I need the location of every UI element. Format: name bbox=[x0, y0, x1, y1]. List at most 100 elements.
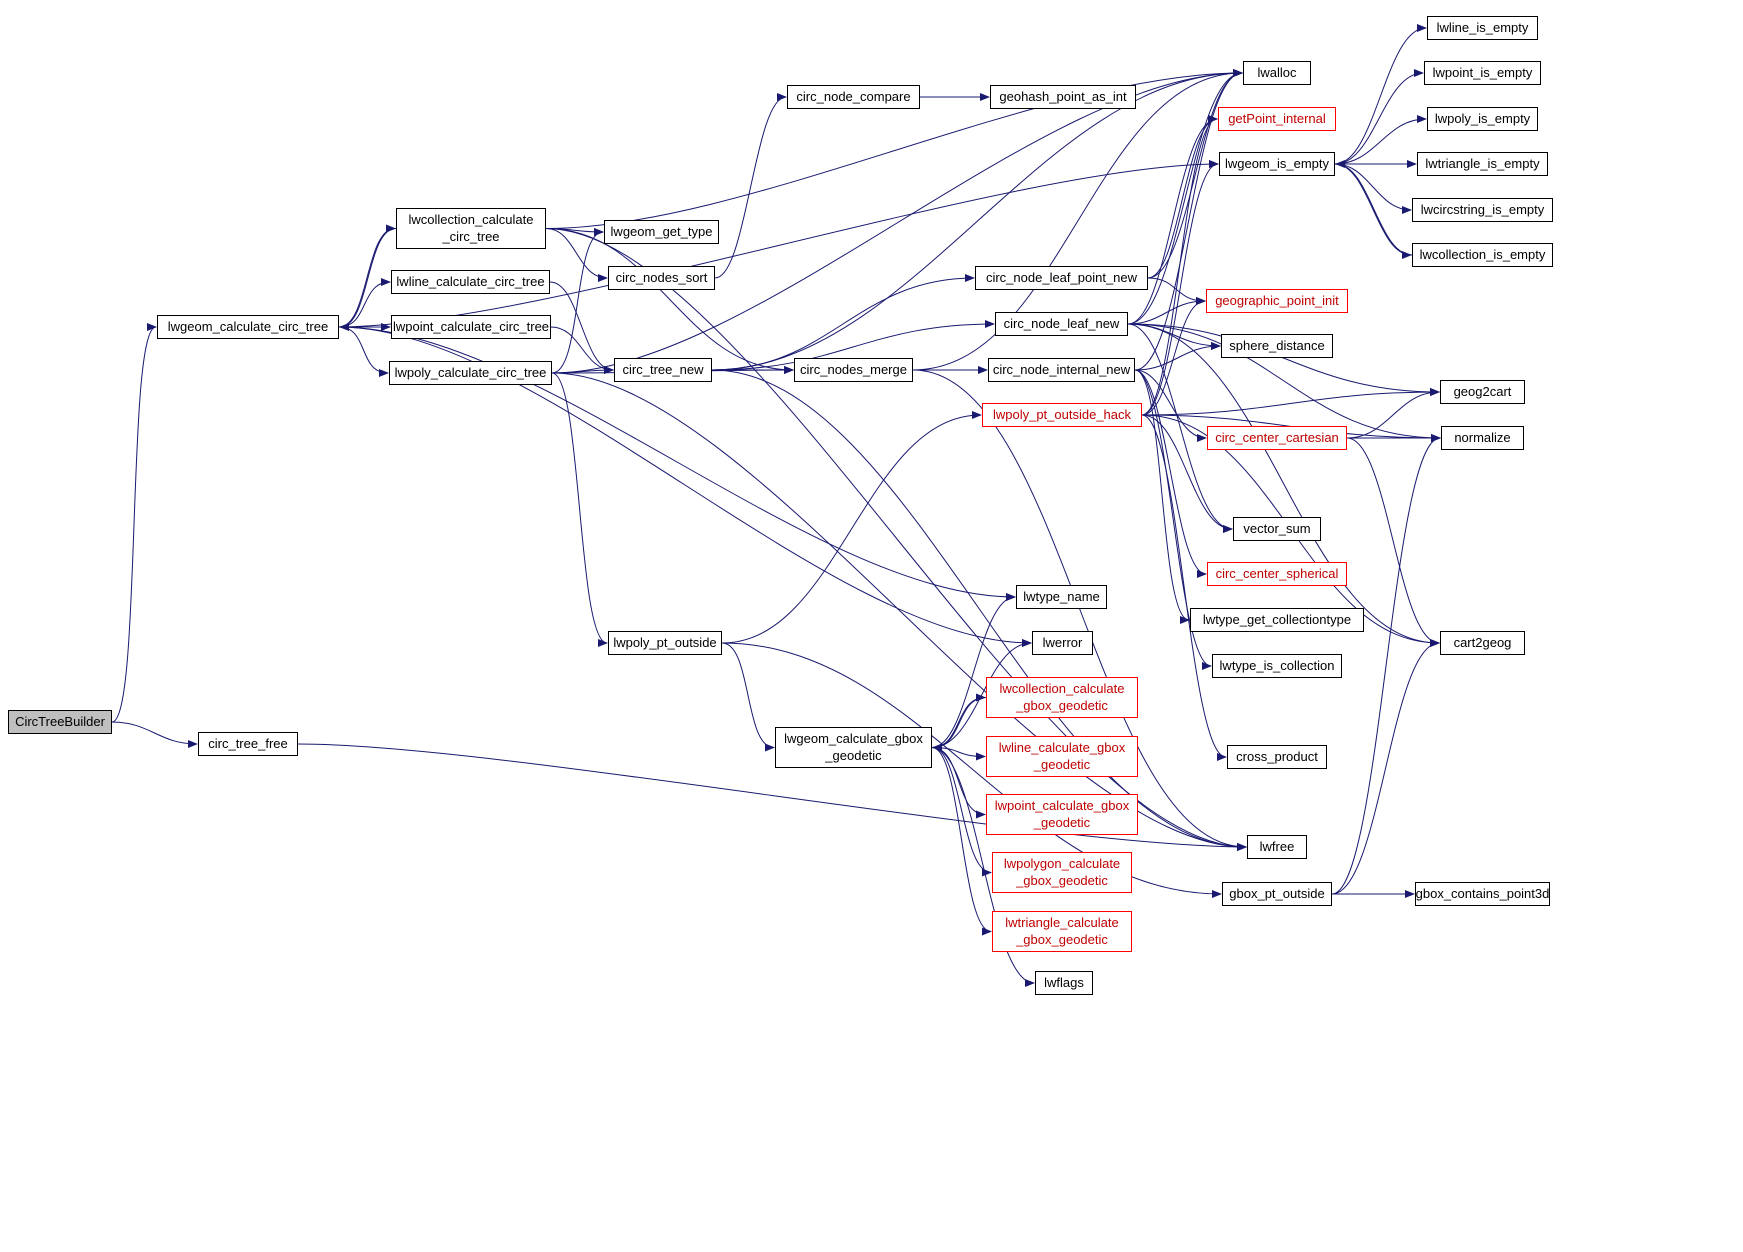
node-CircTreeBuilder: CircTreeBuilder bbox=[8, 710, 112, 734]
node-lwerror[interactable]: lwerror bbox=[1032, 631, 1093, 655]
edge-circ_node_leaf_new-to-cart2geog bbox=[1127, 323, 1440, 647]
node-lwcollection_calculate_gbox_geodetic[interactable]: lwcollection_calculate _gbox_geodetic bbox=[986, 677, 1138, 718]
edge-circ_node_leaf_new-to-getPoint_internal bbox=[1127, 115, 1218, 325]
edge-lwpoly_pt_outside_hack-to-geog2cart bbox=[1141, 388, 1440, 416]
edge-lwcollection_calculate_circ_tree-to-circ_nodes_sort bbox=[545, 228, 608, 282]
node-lwtype_is_collection[interactable]: lwtype_is_collection bbox=[1212, 654, 1342, 678]
edge-CircTreeBuilder-to-circ_tree_free bbox=[111, 721, 198, 748]
node-lwpolygon_calculate_gbox_geodetic[interactable]: lwpolygon_calculate _gbox_geodetic bbox=[992, 852, 1132, 893]
edge-lwgeom_calculate_gbox_geodetic-to-lwtriangle_calculate_gbox_geodetic bbox=[931, 747, 992, 936]
node-cross_product[interactable]: cross_product bbox=[1227, 745, 1327, 769]
edge-lwpoly_pt_outside_hack-to-getPoint_internal bbox=[1141, 115, 1218, 416]
edge-circ_tree_new-to-lwfree bbox=[711, 369, 1247, 851]
node-lwgeom_calculate_gbox_geodetic[interactable]: lwgeom_calculate_gbox _geodetic bbox=[775, 727, 932, 768]
node-circ_node_leaf_point_new[interactable]: circ_node_leaf_point_new bbox=[975, 266, 1148, 290]
edge-circ_tree_new-to-circ_node_leaf_new bbox=[711, 320, 995, 371]
node-lwpoly_pt_outside_hack[interactable]: lwpoly_pt_outside_hack bbox=[982, 403, 1142, 427]
edge-circ_node_leaf_point_new-to-getPoint_internal bbox=[1147, 115, 1218, 279]
edge-circ_node_internal_new-to-lwalloc bbox=[1134, 69, 1243, 371]
edge-lwpoly_calculate_circ_tree-to-lwgeom_get_type bbox=[551, 228, 604, 374]
node-circ_node_leaf_new[interactable]: circ_node_leaf_new bbox=[995, 312, 1128, 336]
node-lwtype_name[interactable]: lwtype_name bbox=[1016, 585, 1107, 609]
edge-lwpoly_pt_outside-to-lwgeom_calculate_gbox_geodetic bbox=[721, 642, 775, 752]
edge-lwpoly_pt_outside-to-gbox_pt_outside bbox=[721, 642, 1222, 898]
node-lwtriangle_is_empty[interactable]: lwtriangle_is_empty bbox=[1417, 152, 1548, 176]
edge-gbox_pt_outside-to-cart2geog bbox=[1331, 639, 1440, 895]
node-lwpoly_is_empty[interactable]: lwpoly_is_empty bbox=[1427, 107, 1538, 131]
edge-circ_center_cartesian-to-geog2cart bbox=[1346, 388, 1440, 439]
node-gbox_contains_point3d[interactable]: gbox_contains_point3d bbox=[1415, 882, 1550, 906]
node-vector_sum[interactable]: vector_sum bbox=[1233, 517, 1321, 541]
node-geog2cart[interactable]: geog2cart bbox=[1440, 380, 1525, 404]
node-lwpoint_is_empty[interactable]: lwpoint_is_empty bbox=[1424, 61, 1541, 85]
edge-lwpoly_pt_outside_hack-to-geographic_point_init bbox=[1141, 297, 1206, 416]
node-getPoint_internal[interactable]: getPoint_internal bbox=[1218, 107, 1336, 131]
edge-circ_nodes_merge-to-lwalloc bbox=[912, 69, 1243, 371]
node-gbox_pt_outside[interactable]: gbox_pt_outside bbox=[1222, 882, 1332, 906]
node-circ_node_internal_new[interactable]: circ_node_internal_new bbox=[988, 358, 1135, 382]
edge-lwgeom_is_empty-to-lwpoint_is_empty bbox=[1334, 69, 1424, 165]
edge-CircTreeBuilder-to-lwgeom_calculate_circ_tree bbox=[111, 323, 157, 723]
node-lwcollection_calculate_circ_tree[interactable]: lwcollection_calculate _circ_tree bbox=[396, 208, 546, 249]
node-lwflags[interactable]: lwflags bbox=[1035, 971, 1093, 995]
edge-lwcollection_calculate_circ_tree-to-lwgeom_calculate_circ_tree bbox=[339, 228, 397, 331]
node-circ_tree_free[interactable]: circ_tree_free bbox=[198, 732, 298, 756]
edge-lwgeom_calculate_gbox_geodetic-to-lwtype_name bbox=[931, 593, 1016, 748]
edge-lwcollection_calculate_gbox_geodetic-to-lwgeom_calculate_gbox_geodetic bbox=[932, 697, 987, 752]
node-lwgeom_calculate_circ_tree[interactable]: lwgeom_calculate_circ_tree bbox=[157, 315, 339, 339]
edge-lwgeom_calculate_gbox_geodetic-to-lwpolygon_calculate_gbox_geodetic bbox=[931, 747, 992, 877]
node-normalize[interactable]: normalize bbox=[1441, 426, 1524, 450]
node-circ_center_cartesian[interactable]: circ_center_cartesian bbox=[1207, 426, 1347, 450]
node-cart2geog[interactable]: cart2geog bbox=[1440, 631, 1525, 655]
edge-circ_node_leaf_new-to-geog2cart bbox=[1127, 323, 1440, 396]
edge-circ_node_leaf_new-to-normalize bbox=[1127, 323, 1441, 442]
edge-lwcollection_calculate_circ_tree-to-lwalloc bbox=[545, 69, 1243, 229]
node-lwtriangle_calculate_gbox_geodetic[interactable]: lwtriangle_calculate _gbox_geodetic bbox=[992, 911, 1132, 952]
node-circ_center_spherical[interactable]: circ_center_spherical bbox=[1207, 562, 1347, 586]
edge-lwpoly_calculate_circ_tree-to-lwpoly_pt_outside bbox=[551, 372, 608, 647]
node-lwline_calculate_gbox_geodetic[interactable]: lwline_calculate_gbox _geodetic bbox=[986, 736, 1138, 777]
node-lwfree[interactable]: lwfree bbox=[1247, 835, 1307, 859]
edge-circ_node_leaf_new-to-geographic_point_init bbox=[1127, 297, 1206, 325]
edge-lwpoly_pt_outside_hack-to-vector_sum bbox=[1141, 414, 1233, 533]
edge-gbox_pt_outside-to-normalize bbox=[1331, 434, 1441, 895]
node-lwpoly_pt_outside[interactable]: lwpoly_pt_outside bbox=[608, 631, 722, 655]
edge-circ_node_internal_new-to-circ_center_cartesian bbox=[1134, 369, 1207, 442]
edge-lwpoly_pt_outside-to-lwpoly_pt_outside_hack bbox=[721, 411, 982, 644]
edge-lwcollection_calculate_circ_tree-to-lwfree bbox=[545, 228, 1247, 851]
edge-circ_node_internal_new-to-circ_center_spherical bbox=[1134, 369, 1207, 578]
node-geographic_point_init[interactable]: geographic_point_init bbox=[1206, 289, 1348, 313]
edge-lwgeom_calculate_circ_tree-to-lwtype_name bbox=[338, 326, 1016, 601]
node-lwpoint_calculate_gbox_geodetic[interactable]: lwpoint_calculate_gbox _geodetic bbox=[986, 794, 1138, 835]
edge-circ_node_internal_new-to-sphere_distance bbox=[1134, 342, 1221, 371]
edge-lwcollection_is_empty-to-lwgeom_is_empty bbox=[1335, 160, 1413, 256]
edge-circ_tree_new-to-lwalloc bbox=[711, 69, 1243, 371]
edge-lwpoly_pt_outside_hack-to-lwgeom_is_empty bbox=[1141, 160, 1219, 416]
node-lwline_calculate_circ_tree[interactable]: lwline_calculate_circ_tree bbox=[391, 270, 550, 294]
node-sphere_distance[interactable]: sphere_distance bbox=[1221, 334, 1333, 358]
edge-circ_tree_free-to-lwfree bbox=[297, 743, 1247, 851]
edge-circ_center_cartesian-to-cart2geog bbox=[1346, 437, 1440, 647]
edge-lwgeom_calculate_gbox_geodetic-to-lwflags bbox=[931, 747, 1035, 987]
node-lwalloc[interactable]: lwalloc bbox=[1243, 61, 1311, 85]
node-circ_node_compare[interactable]: circ_node_compare bbox=[787, 85, 920, 109]
node-lwtype_get_collectiontype[interactable]: lwtype_get_collectiontype bbox=[1190, 608, 1364, 632]
node-circ_nodes_sort[interactable]: circ_nodes_sort bbox=[608, 266, 715, 290]
node-lwpoly_calculate_circ_tree[interactable]: lwpoly_calculate_circ_tree bbox=[389, 361, 552, 385]
node-lwcircstring_is_empty[interactable]: lwcircstring_is_empty bbox=[1412, 198, 1553, 222]
node-lwpoint_calculate_circ_tree[interactable]: lwpoint_calculate_circ_tree bbox=[391, 315, 551, 339]
node-lwcollection_is_empty[interactable]: lwcollection_is_empty bbox=[1412, 243, 1553, 267]
node-circ_tree_new[interactable]: circ_tree_new bbox=[614, 358, 712, 382]
edge-circ_node_leaf_new-to-lwalloc bbox=[1127, 69, 1243, 325]
edge-lwpoly_pt_outside_hack-to-cross_product bbox=[1141, 414, 1227, 761]
edge-lwgeom_calculate_circ_tree-to-lwerror bbox=[338, 326, 1032, 647]
node-circ_nodes_merge[interactable]: circ_nodes_merge bbox=[794, 358, 913, 382]
node-geohash_point_as_int[interactable]: geohash_point_as_int bbox=[990, 85, 1136, 109]
edge-circ_node_internal_new-to-lwtype_is_collection bbox=[1134, 369, 1212, 670]
edge-lwgeom_is_empty-to-lwline_is_empty bbox=[1334, 24, 1427, 165]
node-lwgeom_get_type[interactable]: lwgeom_get_type bbox=[604, 220, 719, 244]
node-lwline_is_empty[interactable]: lwline_is_empty bbox=[1427, 16, 1538, 40]
node-lwgeom_is_empty[interactable]: lwgeom_is_empty bbox=[1219, 152, 1335, 176]
